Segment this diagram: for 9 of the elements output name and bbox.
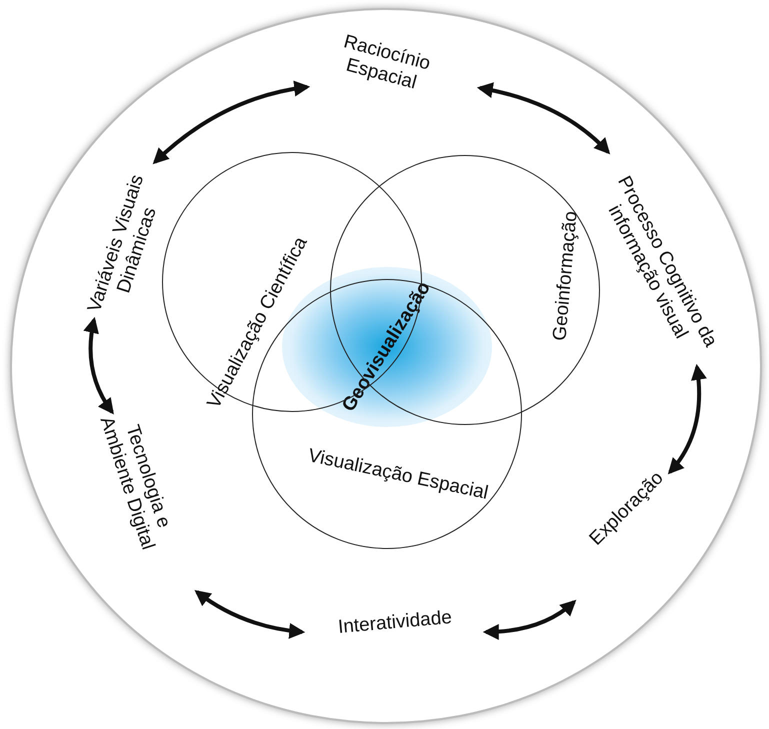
curved-arrow xyxy=(668,364,707,474)
curved-arrow xyxy=(482,600,576,640)
curved-arrow xyxy=(476,82,610,154)
concept-label: Interatividade xyxy=(319,606,471,640)
curved-arrow xyxy=(194,590,306,639)
curved-arrow xyxy=(152,80,310,164)
venn-circle xyxy=(330,155,600,425)
curved-arrow xyxy=(84,316,114,415)
circle-label: Geoinformação xyxy=(548,209,583,344)
